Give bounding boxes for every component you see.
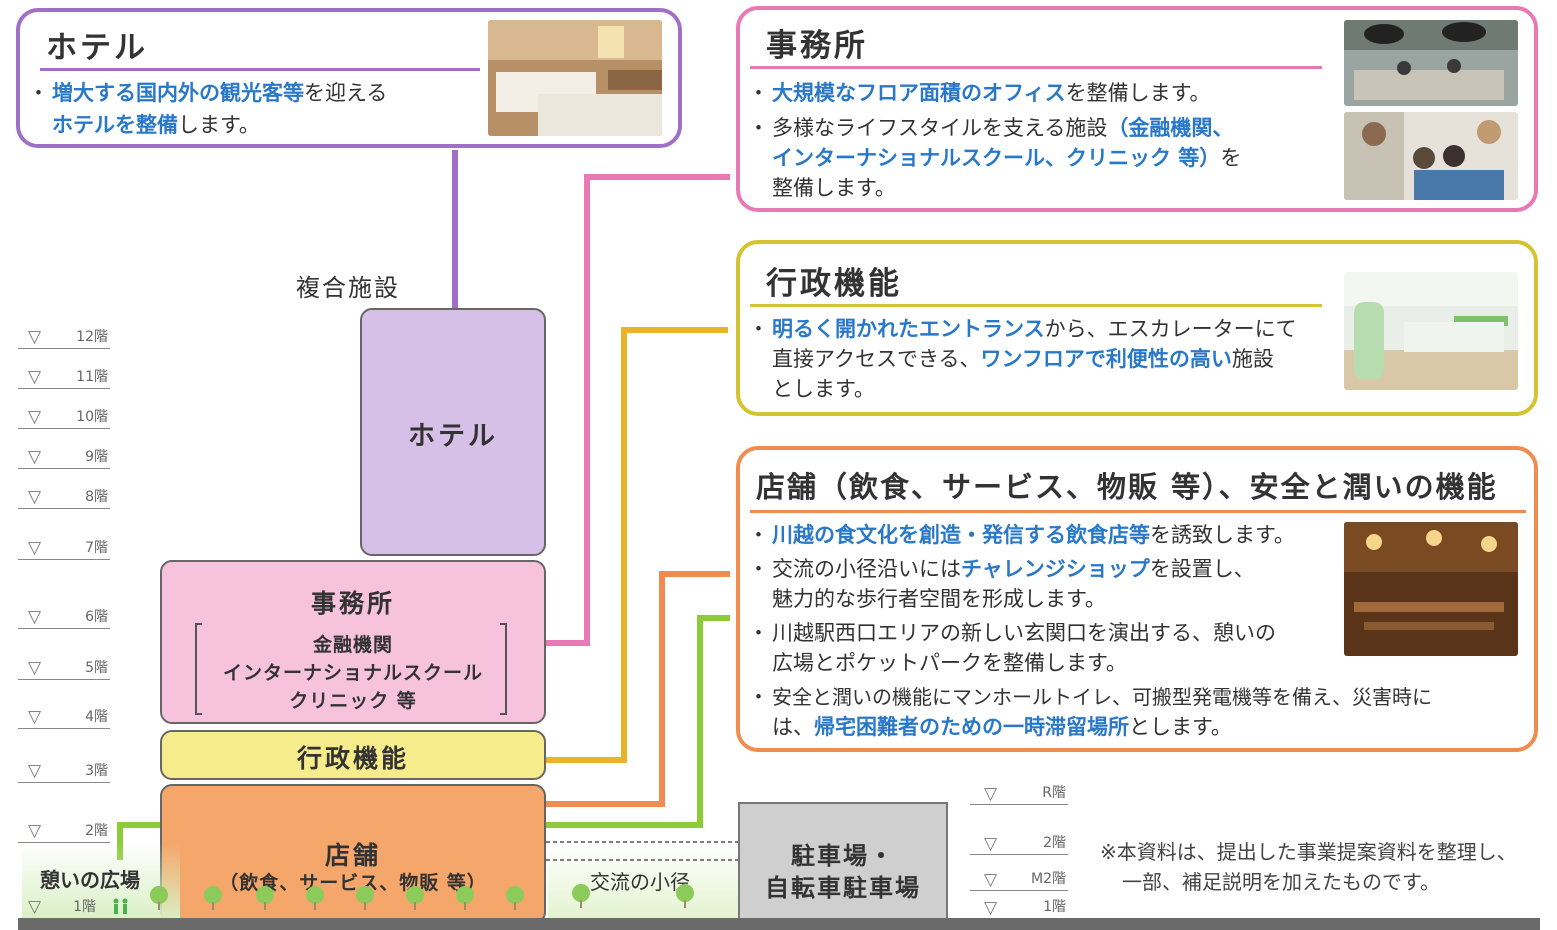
shop-card-bullet-3a: 川越駅西口エリアの新しい玄関口を演出する、憩いの <box>772 621 1276 645</box>
bullet: ・ <box>748 116 769 140</box>
bullet: ・ <box>748 621 769 645</box>
path-dashes <box>546 841 740 861</box>
parking-floor-r: ▽R階 <box>970 784 1068 805</box>
shop-block-label: 店舗 <box>324 841 381 870</box>
tree-icon <box>406 886 424 910</box>
floor-marker-8: ▽8階 <box>18 486 110 509</box>
office-sub-1: 金融機関 <box>312 634 393 656</box>
parking-floor-m2: ▽M2階 <box>970 870 1068 891</box>
admin-card-bullet-1b: 直接アクセスできる、ワンフロアで利便性の高い施設 <box>772 347 1274 371</box>
restaurant-photo <box>1344 522 1518 656</box>
floor-marker-7: ▽7階 <box>18 537 110 560</box>
floor-marker-5: ▽5階 <box>18 657 110 680</box>
shop-card-bullet-3b: 広場とポケットパークを整備します。 <box>772 651 1127 675</box>
tree-icon <box>204 886 222 910</box>
bullet: ・ <box>748 685 769 709</box>
admin-card-title: 行政機能 <box>766 266 902 302</box>
admin-card: 行政機能 ・ 明るく開かれたエントランスから、エスカレーターにて 直接アクセスで… <box>736 240 1538 416</box>
admin-card-bullet-1a: 明るく開かれたエントランスから、エスカレーターにて <box>772 317 1297 341</box>
office-card-bullet-1: 大規模なフロア面積のオフィスを整備します。 <box>772 81 1211 105</box>
parking-block <box>738 802 948 922</box>
office-bracket <box>195 623 507 715</box>
tree-icon <box>356 886 374 910</box>
floor-marker-10: ▽10階 <box>18 406 110 429</box>
office-card: 事務所 ・ 大規模なフロア面積のオフィスを整備します。 ・ 多様なライフスタイル… <box>736 6 1538 212</box>
admin-card-rule <box>750 304 1322 307</box>
hotel-block-label: ホテル <box>408 421 498 452</box>
office-sub-2: インターナショナルスクール <box>222 662 483 684</box>
shop-card-bullet-4a: 安全と潤いの機能にマンホールトイレ、可搬型発電機等を備え、災害時に <box>772 685 1432 709</box>
tree-icon <box>572 884 590 908</box>
office-card-rule <box>750 66 1322 69</box>
shop-card: 店舗（飲食、サービス、物販 等）、安全と潤いの機能 ・ 川越の食文化を創造・発信… <box>736 446 1538 752</box>
floor-marker-11: ▽11階 <box>18 366 110 389</box>
office-lounge-photo <box>1344 20 1518 106</box>
bullet: ・ <box>28 81 49 105</box>
shop-card-bullet-2a: 交流の小径沿いにはチャレンジショップを設置し、 <box>772 557 1255 581</box>
shop-card-title: 店舗（飲食、サービス、物販 等）、安全と潤いの機能 <box>756 470 1498 504</box>
tree-icon <box>456 886 474 910</box>
hotel-room-photo <box>488 20 662 136</box>
floor-marker-12: ▽12階 <box>18 326 110 349</box>
school-children-photo <box>1344 112 1518 200</box>
shop-card-bullet-1: 川越の食文化を創造・発信する飲食店等を誘致します。 <box>772 523 1295 547</box>
people-icon <box>113 898 128 914</box>
note-line-2: 一部、補足説明を加えたものです。 <box>1122 870 1440 894</box>
hotel-card-bullet-1b: ホテルを整備します。 <box>52 113 260 137</box>
tree-icon <box>256 886 274 910</box>
floor-marker-6: ▽6階 <box>18 606 110 629</box>
plaza-label: 憩いの広場 <box>40 868 140 892</box>
hotel-card-rule <box>40 68 480 71</box>
shop-card-bullet-4b: は、帰宅困難者のための一時滞留場所とします。 <box>772 715 1232 739</box>
path-label: 交流の小径 <box>590 870 690 894</box>
admin-block <box>160 730 546 780</box>
office-block <box>160 560 546 724</box>
bullet: ・ <box>748 523 769 547</box>
path-area <box>548 842 738 920</box>
shop-block <box>160 784 546 924</box>
plaza-area <box>22 842 180 920</box>
hotel-block <box>360 308 546 556</box>
complex-label: 複合施設 <box>296 274 400 302</box>
parking-floor-2: ▽2階 <box>970 834 1068 855</box>
admin-block-label: 行政機能 <box>296 744 409 773</box>
tree-icon <box>306 886 324 910</box>
parking-label-2: 自転車駐車場 <box>765 874 921 902</box>
parking-floor-1: ▽1階 <box>984 898 1066 918</box>
parking-label-1: 駐車場・ <box>791 842 895 870</box>
tree-icon <box>676 884 694 908</box>
shop-card-rule <box>750 510 1526 513</box>
office-card-bullet-2c: 整備します。 <box>772 176 896 200</box>
hotel-card-title: ホテル <box>46 30 148 66</box>
office-card-title: 事務所 <box>766 28 868 64</box>
floor-marker-3: ▽3階 <box>18 760 110 783</box>
admin-card-bullet-1c: とします。 <box>772 377 875 401</box>
note-line-1: ※本資料は、提出した事業提案資料を整理し、 <box>1100 840 1517 864</box>
bullet: ・ <box>748 81 769 105</box>
office-card-bullet-2b: インターナショナルスクール、クリニック 等）を <box>772 146 1242 170</box>
bullet: ・ <box>748 317 769 341</box>
floor-marker-2: ▽2階 <box>18 820 110 843</box>
floor-marker-9: ▽9階 <box>18 446 110 469</box>
floor-marker-1: ▽1階 <box>28 897 96 917</box>
shop-card-bullet-2b: 魅力的な歩行者空間を形成します。 <box>772 587 1106 611</box>
hotel-card-bullet-1a: 増大する国内外の観光客等を迎える <box>52 81 388 105</box>
ground-line <box>18 918 1540 930</box>
hotel-card: ホテル ・ 増大する国内外の観光客等を迎える ホテルを整備します。 <box>16 8 682 148</box>
office-block-label: 事務所 <box>310 589 395 618</box>
tree-icon <box>150 886 168 910</box>
entrance-hall-photo <box>1344 272 1518 390</box>
office-card-bullet-2a: 多様なライフスタイルを支える施設（金融機関、 <box>772 116 1234 140</box>
floor-marker-4: ▽4階 <box>18 706 110 729</box>
bullet: ・ <box>748 557 769 581</box>
tree-icon <box>506 886 524 910</box>
office-sub-3: クリニック 等 <box>289 690 417 712</box>
